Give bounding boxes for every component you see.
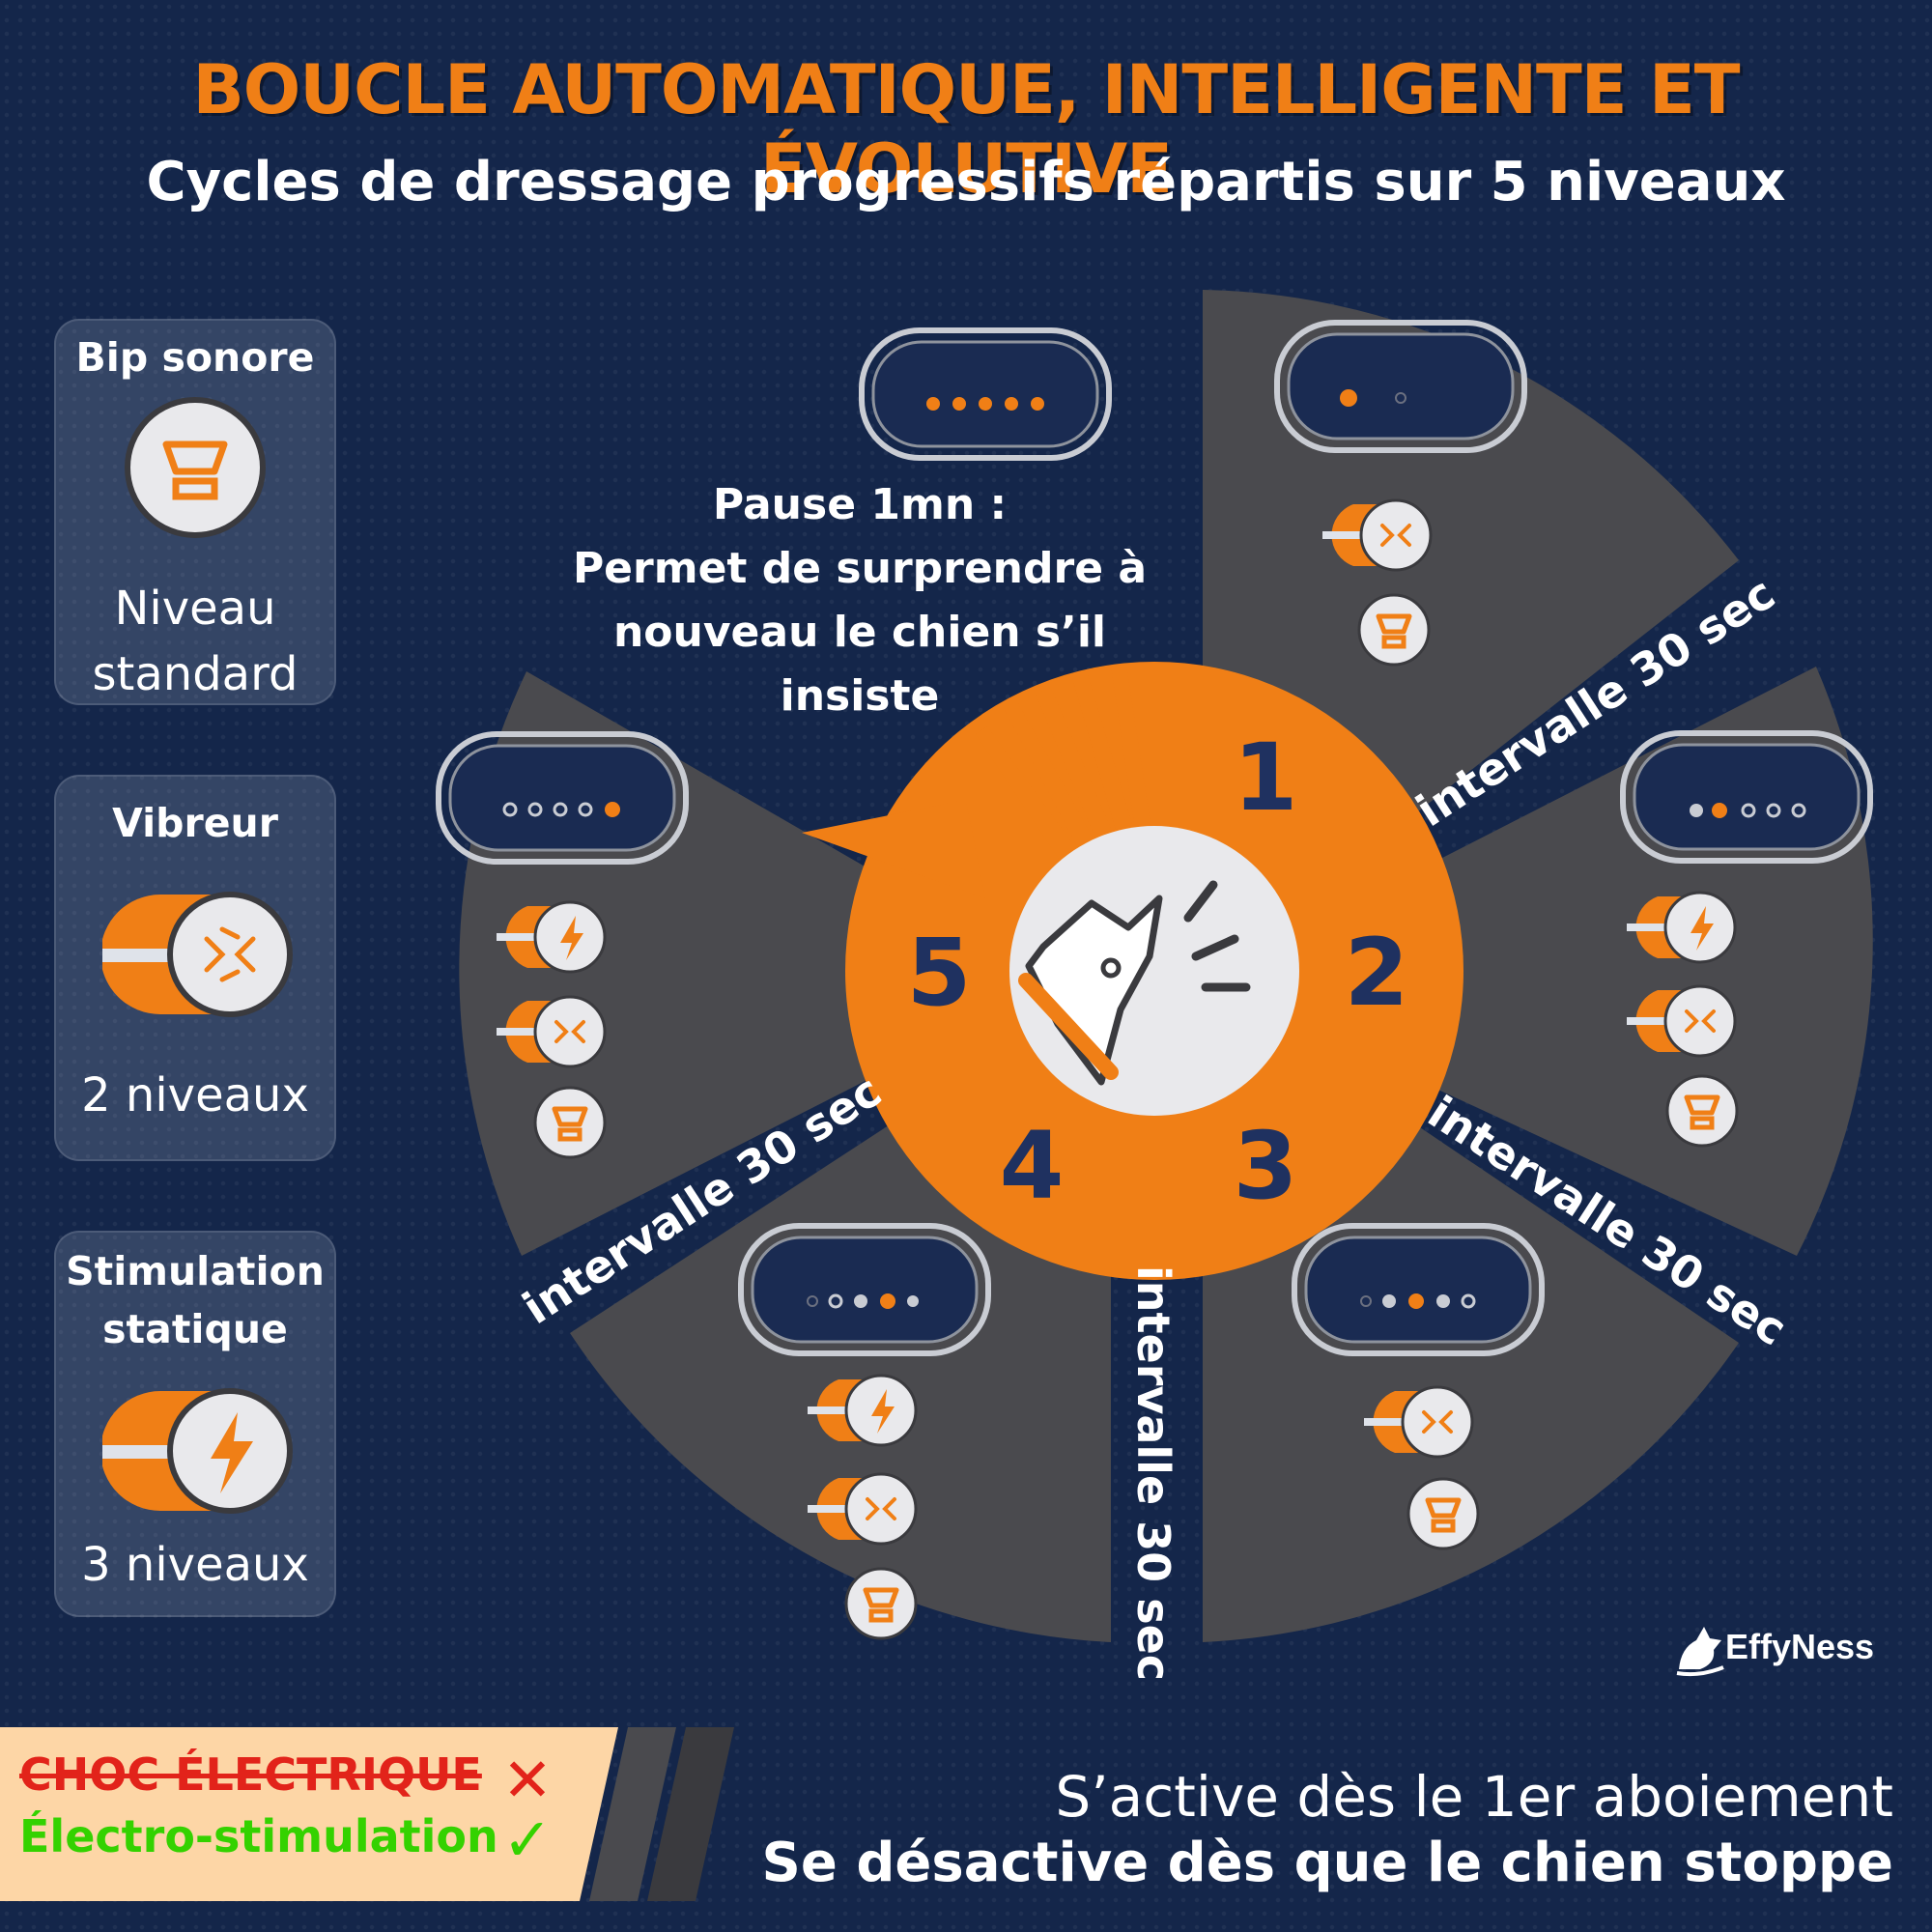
speaker-icon — [1667, 1076, 1737, 1146]
crossed-out-label: CHOC ÉLECTRIQUE — [19, 1748, 482, 1801]
step-4: 4 — [1000, 1112, 1065, 1220]
subtitle: Cycles de dressage progressifs répartis … — [146, 151, 1786, 213]
level-indicator-1 — [1277, 323, 1524, 450]
interval-label-3-4: intervalle 30 sec — [1127, 1265, 1179, 1681]
speaker-icon — [1408, 1479, 1478, 1548]
card-title: Bip sonore — [75, 334, 315, 381]
feature-card-vibration: Vibreur 2 niveaux — [54, 775, 336, 1161]
pause-line4: insiste — [780, 671, 940, 721]
card-title-line1: Stimulation — [66, 1248, 325, 1294]
bottom-banner — [0, 1727, 734, 1901]
speech-tail — [802, 800, 985, 898]
cross-icon: ✕ — [502, 1745, 553, 1815]
level-indicator-5 — [439, 734, 686, 862]
card-detail-line2: standard — [92, 647, 298, 701]
card-title-line2: statique — [102, 1306, 288, 1352]
step-1: 1 — [1234, 724, 1298, 832]
feature-card-beep: Bip sonore Niveau standard — [54, 319, 336, 705]
deactivation-text: Se désactive dès que le chien stoppe — [761, 1832, 1893, 1894]
activation-text: S’active dès le 1er aboiement — [1055, 1764, 1893, 1830]
card-title: Vibreur — [112, 800, 278, 846]
main-title: BOUCLE AUTOMATIQUE, INTELLIGENTE ET ÉVOL… — [192, 50, 1740, 209]
approved-label: Électro-stimulation — [19, 1810, 498, 1862]
brand-name: EffyNess — [1725, 1627, 1875, 1666]
pause-line3: nouveau le chien s’il — [612, 608, 1107, 657]
bark-rays-icon — [976, 665, 1154, 879]
step-5: 5 — [907, 919, 972, 1027]
pause-line2: Permet de surprendre à — [572, 544, 1148, 593]
brand-logo-icon — [1676, 1627, 1724, 1677]
card-detail: 3 niveaux — [81, 1538, 309, 1592]
step-3: 3 — [1234, 1112, 1298, 1220]
speaker-icon — [125, 397, 266, 538]
speaker-icon — [535, 1088, 605, 1157]
barking-dog-icon — [1018, 880, 1251, 1086]
lightning-icon — [102, 1388, 293, 1514]
step-2: 2 — [1345, 919, 1409, 1027]
check-icon: ✓ — [502, 1804, 553, 1875]
vibration-icon — [102, 892, 293, 1017]
level-indicator-2 — [1623, 733, 1870, 861]
pause-description: Pause 1mn : Permet de surprendre à nouve… — [541, 473, 1179, 728]
speaker-icon — [1359, 595, 1429, 665]
card-detail: 2 niveaux — [81, 1068, 309, 1122]
card-detail-line1: Niveau — [114, 582, 276, 636]
level-indicator-4 — [741, 1226, 988, 1353]
feature-card-static: Stimulation statique 3 niveaux — [54, 1231, 336, 1617]
level-indicator-3 — [1294, 1226, 1542, 1353]
speaker-icon — [846, 1569, 916, 1638]
pause-indicator — [862, 330, 1109, 458]
pause-title: Pause 1mn : — [712, 480, 1008, 529]
